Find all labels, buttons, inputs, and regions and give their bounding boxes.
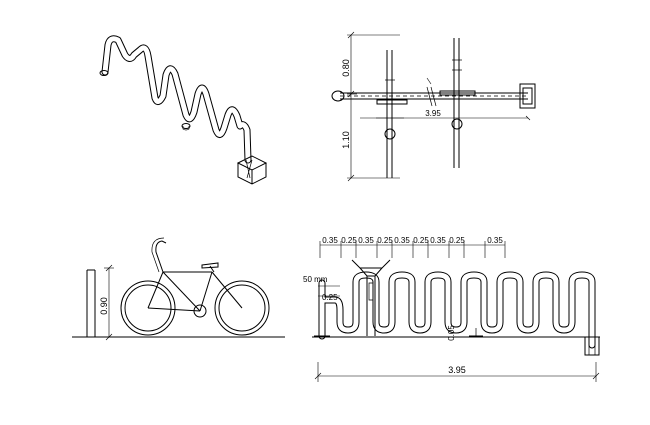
plan-view: 0.80 1.10 3.95 xyxy=(331,31,536,182)
spacing-label-3: 0.35 xyxy=(358,236,374,245)
foot-dim-label: 0.05 xyxy=(447,325,456,341)
base-dim-label: 0.25 xyxy=(322,293,338,302)
spacing-label-9: 0.35 xyxy=(487,236,503,245)
spacing-label-8: 0.25 xyxy=(449,236,465,245)
bicycle xyxy=(120,237,270,336)
elevation-dim-length: 3.95 xyxy=(448,365,466,375)
spacing-label-4: 0.25 xyxy=(377,236,393,245)
plan-dim-length: 3.95 xyxy=(425,109,441,118)
plan-dim-upper: 0.80 xyxy=(341,59,351,77)
spacing-label-2: 0.25 xyxy=(341,236,357,245)
plan-dim-lower: 1.10 xyxy=(341,131,351,149)
spacing-label-5: 0.35 xyxy=(394,236,410,245)
tube-label: 50 mm xyxy=(303,275,328,284)
spacing-label-6: 0.25 xyxy=(413,236,429,245)
spacing-ticks xyxy=(319,241,506,258)
side-dim-height: 0.90 xyxy=(99,297,109,315)
spacing-label-7: 0.35 xyxy=(430,236,446,245)
elevation-view: 0.35 0.25 0.35 0.25 0.35 0.25 0.35 0.25 … xyxy=(303,236,600,382)
spacing-label-1: 0.35 xyxy=(322,236,338,245)
isometric-view xyxy=(99,35,268,185)
side-view: 0.90 xyxy=(72,237,285,341)
